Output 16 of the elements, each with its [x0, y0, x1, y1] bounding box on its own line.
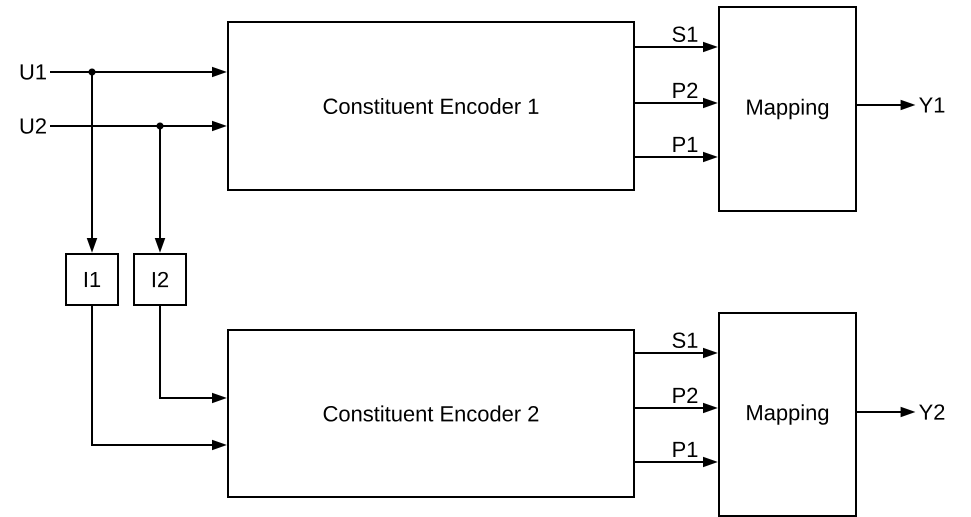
mapping-box: Mapping — [718, 312, 857, 517]
input-label: U1 — [20, 64, 46, 80]
output-label: Y2 — [919, 404, 944, 420]
input-label: U2 — [20, 118, 46, 134]
mapping-box: Mapping — [718, 6, 857, 212]
output-label: Y1 — [919, 97, 944, 113]
edge-label: P2 — [670, 386, 700, 404]
interleaver-box: I1 — [65, 253, 119, 306]
edge-label: P1 — [670, 136, 700, 153]
encoder-box: Constituent Encoder 2 — [227, 329, 635, 498]
edge-label: P1 — [670, 440, 700, 458]
encoder-box: Constituent Encoder 1 — [227, 21, 635, 191]
edge-label: S1 — [670, 331, 700, 349]
edge-label: S1 — [670, 25, 700, 43]
interleaver-box: I2 — [133, 253, 187, 306]
edge-label: P2 — [670, 82, 700, 99]
